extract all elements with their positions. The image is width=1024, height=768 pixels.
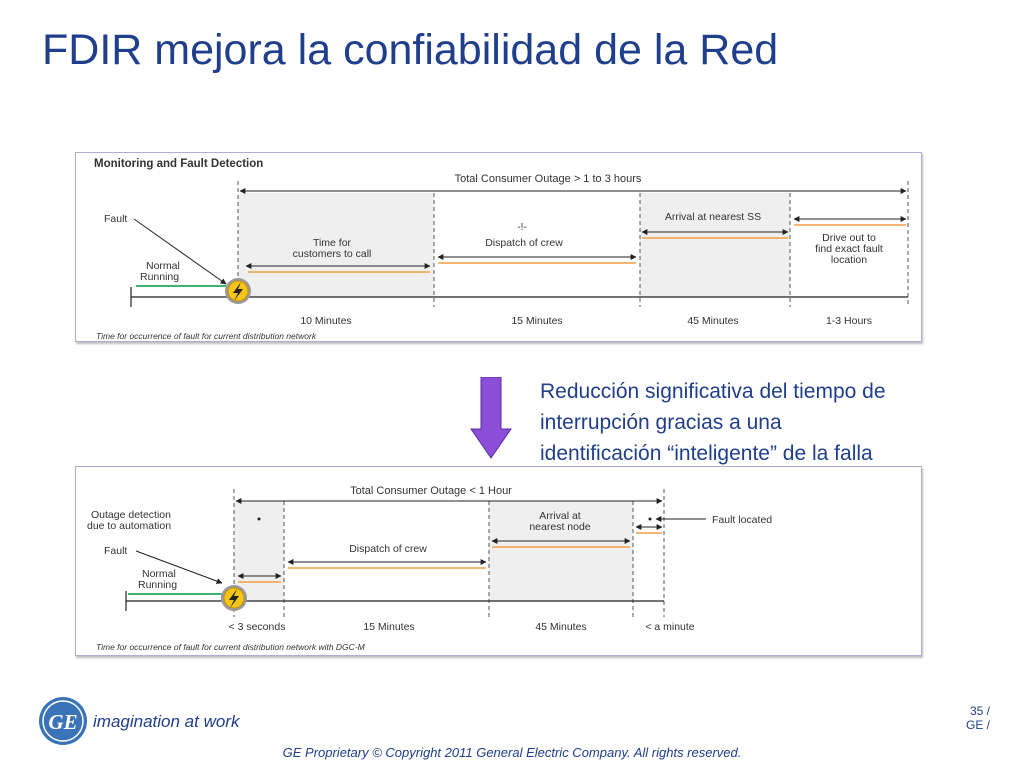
- fault-pointer: [133, 218, 227, 285]
- phase2-duration: 15 Minutes: [363, 621, 414, 633]
- phase4-duration: 1-3 Hours: [826, 315, 872, 327]
- phase1-label-line1: Time for: [313, 237, 352, 249]
- marker-text: -!-: [517, 222, 526, 233]
- improvement-caption: Reducción significativa del tiempo de in…: [540, 376, 980, 469]
- phase-shade-3: [489, 501, 633, 601]
- phase3-label-line1: Arrival at: [539, 510, 581, 522]
- phase4-label-line1: Drive out to: [822, 232, 876, 244]
- running-label: Running: [140, 271, 179, 283]
- tagline: imagination at work: [93, 712, 240, 731]
- ge-logo-icon: GE: [39, 697, 87, 745]
- phase1-label-line2: customers to call: [293, 248, 372, 260]
- running-label: Running: [138, 579, 177, 591]
- timeline-dgc: Total Consumer Outage < 1 Hour Outage de…: [87, 485, 772, 652]
- caption-line-1: Reducción significativa del tiempo de: [540, 380, 886, 403]
- phase3-label-line2: nearest node: [529, 521, 590, 533]
- phase4-label-line3: location: [831, 254, 867, 266]
- phase1-duration: 10 Minutes: [300, 315, 351, 327]
- logo-text: GE: [48, 710, 77, 734]
- down-arrow-icon: [470, 377, 512, 459]
- phase2-label: Dispatch of crew: [485, 237, 563, 249]
- outage-detection-label: Outage detection: [91, 509, 171, 521]
- total-outage-label: Total Consumer Outage < 1 Hour: [350, 485, 512, 497]
- copyright-footer: GE Proprietary © Copyright 2011 General …: [282, 745, 742, 760]
- diagram-footnote: Time for occurrence of fault for current…: [96, 642, 366, 652]
- total-outage-label: Total Consumer Outage > 1 to 3 hours: [455, 173, 642, 185]
- diagram-current-network: Monitoring and Fault Detection Total Con…: [75, 152, 922, 342]
- phase2-duration: 15 Minutes: [511, 315, 562, 327]
- phase-shade-3: [640, 193, 790, 297]
- diagram-dgc-network: Total Consumer Outage < 1 Hour Outage de…: [75, 466, 922, 656]
- page-number-sub: GE /: [965, 718, 990, 732]
- slide-title: FDIR mejora la confiabilidad de la Red: [42, 26, 779, 74]
- fault-label: Fault: [104, 545, 127, 557]
- timeline-current: Monitoring and Fault Detection Total Con…: [94, 158, 909, 341]
- page-number-value: 35 /: [969, 704, 990, 718]
- phase4-duration: < a minute: [645, 621, 694, 633]
- automation-label: due to automation: [87, 520, 171, 532]
- phase2-label: Dispatch of crew: [349, 543, 427, 555]
- fault-label: Fault: [104, 213, 127, 225]
- fault-bolt-icon: [225, 278, 251, 304]
- phase3-label: Arrival at nearest SS: [665, 211, 761, 223]
- fault-bolt-icon: [221, 585, 247, 611]
- phase4-label-line2: find exact fault: [815, 243, 883, 255]
- caption-line-3: identificación “inteligente” de la falla: [540, 442, 873, 465]
- page-number: 35 / GE /: [966, 704, 990, 732]
- phase3-duration: 45 Minutes: [535, 621, 586, 633]
- diagram-footnote: Time for occurrence of fault for current…: [96, 331, 317, 341]
- fault-located-label: Fault located: [712, 514, 772, 526]
- caption-line-2: interrupción gracias a una: [540, 411, 782, 434]
- phase-shade-1: [234, 501, 284, 601]
- normal-label: Normal: [142, 568, 176, 580]
- fault-pointer: [135, 550, 223, 584]
- phase1-duration: < 3 seconds: [229, 621, 286, 633]
- diagram-heading: Monitoring and Fault Detection: [94, 158, 263, 170]
- phase-shade-1: [238, 193, 434, 297]
- normal-label: Normal: [146, 260, 180, 272]
- phase3-duration: 45 Minutes: [687, 315, 738, 327]
